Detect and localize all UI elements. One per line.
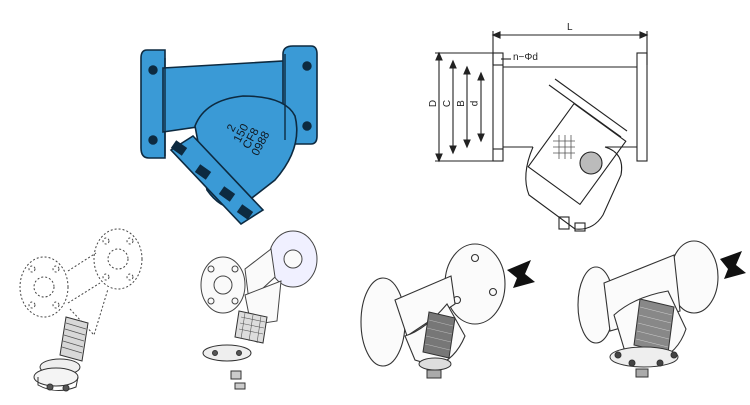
cutaway-view-left xyxy=(355,240,535,390)
dimension-d-label: d xyxy=(469,100,481,107)
cutaway-view-right xyxy=(570,235,750,385)
cutaway-right-svg xyxy=(577,240,746,378)
dimension-B-label: B xyxy=(455,100,467,107)
dimension-drawing xyxy=(425,25,665,235)
dimension-drawing-svg xyxy=(435,31,649,232)
strainer-body-illustration xyxy=(140,45,318,226)
cutaway-left-svg xyxy=(360,243,535,379)
dimension-D-label: D xyxy=(428,99,440,108)
flow-direction-arrow-left xyxy=(507,260,535,288)
line-art-exploded-svg xyxy=(200,230,318,390)
dimension-L-label: L xyxy=(567,22,573,33)
dotted-exploded-svg xyxy=(19,228,143,392)
dotted-outline-exploded-view xyxy=(10,225,160,400)
flow-direction-arrow-right xyxy=(720,251,746,279)
line-art-exploded-view xyxy=(185,225,335,400)
colored-strainer-view xyxy=(135,40,335,226)
bolt-holes-label: n−Φd xyxy=(513,52,538,63)
dimension-C-label: C xyxy=(442,99,454,108)
